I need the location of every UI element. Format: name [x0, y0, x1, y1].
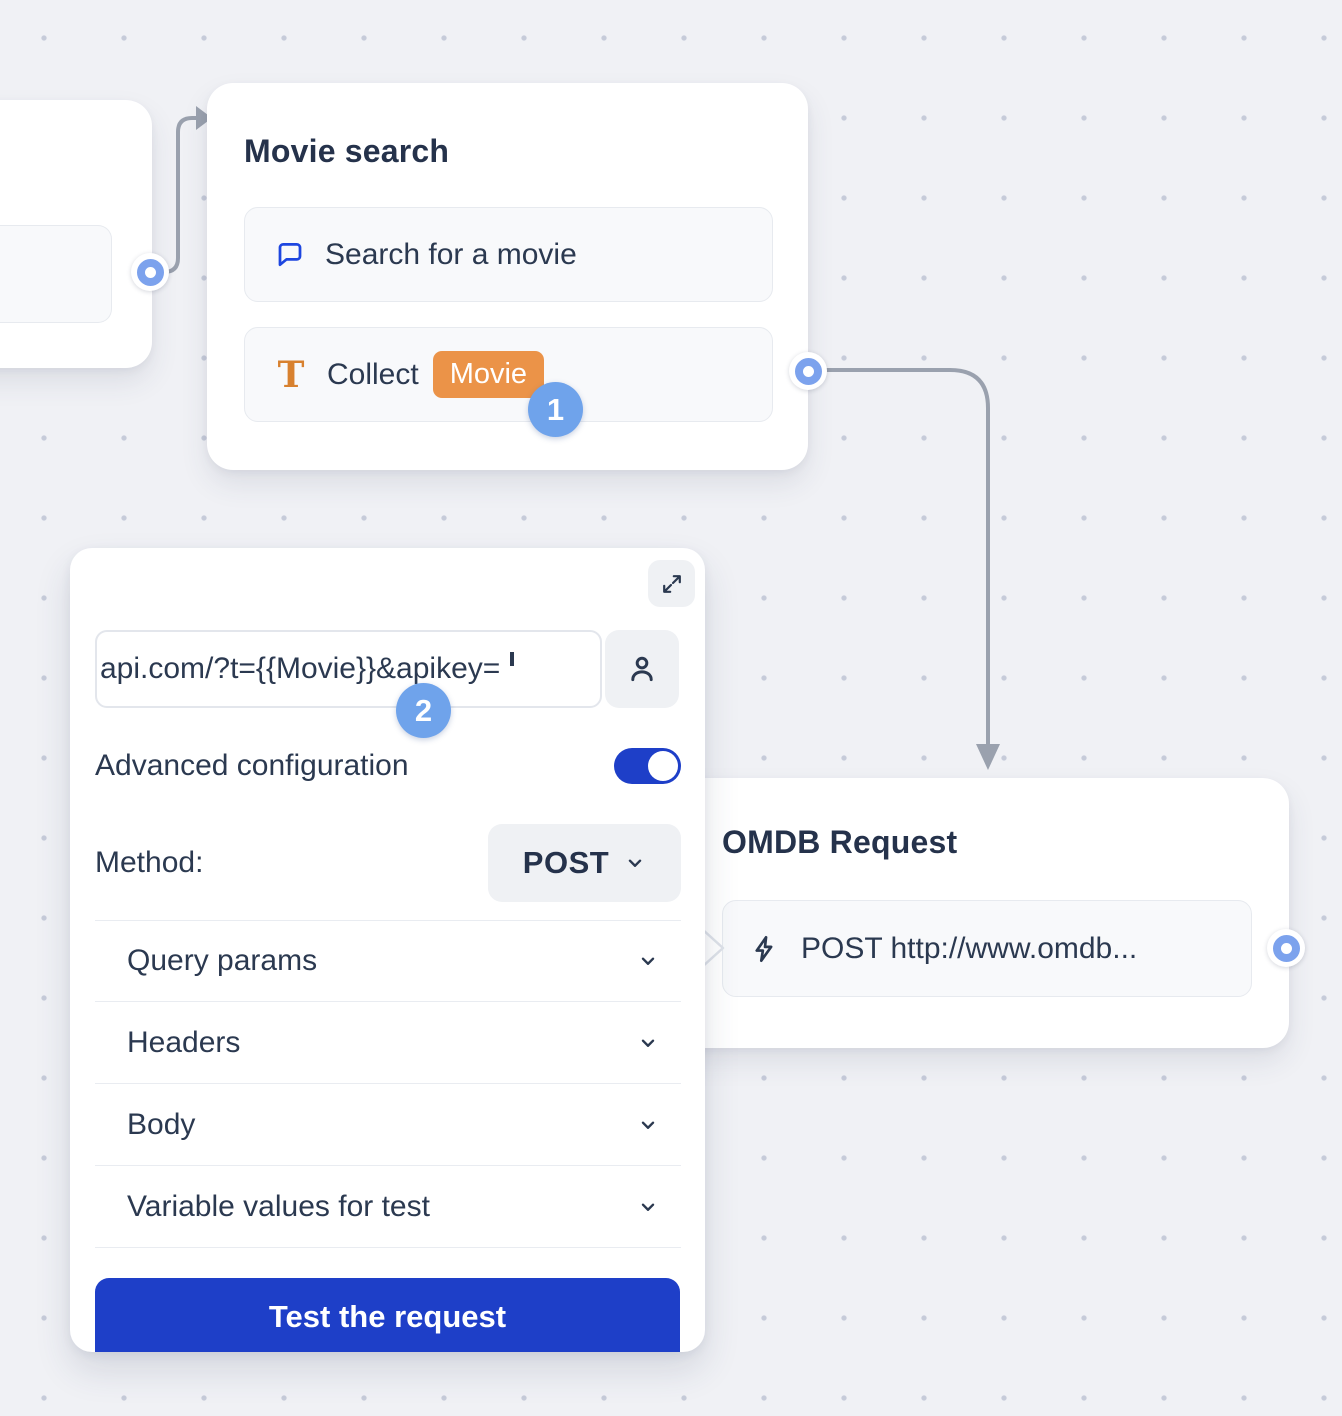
chevron-down-icon: [628, 859, 642, 867]
expand-button[interactable]: [648, 560, 695, 607]
chevron-down-icon: [641, 1121, 655, 1129]
collect-block-label: Collect: [327, 357, 419, 391]
chat-bubble-icon: [278, 242, 302, 266]
text-collect-icon: T: [277, 353, 305, 396]
arrowhead-into-movie-search: [196, 106, 212, 130]
message-block-label: Search for a movie: [325, 237, 577, 271]
section-label: Headers: [127, 1025, 241, 1059]
chevron-down-icon: [641, 957, 655, 965]
webhook-block-label: POST http://www.omdb...: [801, 931, 1138, 965]
method-label: Method:: [95, 846, 204, 879]
movie-search-output-port[interactable]: [789, 352, 827, 390]
collect-input-block[interactable]: T Collect Movie: [244, 327, 773, 422]
section-headers[interactable]: Headers: [95, 1002, 681, 1084]
connector-movie-to-omdb: [825, 368, 990, 748]
section-variable-values[interactable]: Variable values for test: [95, 1166, 681, 1248]
webhook-config-panel: api.com/?t={{Movie}}&apikey= Advanced co…: [70, 548, 705, 1352]
expand-icon: [662, 574, 681, 593]
lightning-icon: [755, 935, 773, 962]
upstream-node-output-port[interactable]: [131, 253, 169, 291]
advanced-configuration-row: Advanced configuration: [95, 748, 681, 784]
omdb-output-port[interactable]: [1267, 929, 1305, 967]
url-input-value: api.com/?t={{Movie}}&apikey=: [100, 652, 501, 685]
arrowhead-into-omdb: [976, 744, 1000, 770]
step-marker-2: 2: [396, 683, 451, 738]
section-label: Variable values for test: [127, 1189, 430, 1223]
webhook-block[interactable]: POST http://www.omdb...: [722, 900, 1252, 997]
section-label: Query params: [127, 944, 318, 977]
test-request-button[interactable]: Test the request: [95, 1278, 680, 1352]
port-ring: [1272, 934, 1300, 962]
connector-into-movie-search: [156, 116, 198, 274]
chevron-down-icon: [641, 1039, 655, 1047]
accordion-sections: Query params Headers Body Variable value…: [95, 920, 681, 1248]
person-icon: [631, 656, 653, 682]
message-block[interactable]: Search for a movie: [244, 207, 773, 302]
method-value: POST: [522, 845, 610, 880]
method-row: Method: POST: [95, 818, 681, 908]
section-body[interactable]: Body: [95, 1084, 681, 1166]
movie-search-node[interactable]: Movie search Search for a movie T Collec…: [207, 83, 808, 470]
omdb-node-title: OMDB Request: [722, 824, 958, 860]
chevron-down-icon: [641, 1203, 655, 1211]
clipped-character: [510, 652, 515, 666]
section-query-params[interactable]: Query params: [95, 920, 681, 1002]
advanced-configuration-label: Advanced configuration: [95, 749, 409, 782]
upstream-node-card[interactable]: [0, 100, 152, 368]
url-input[interactable]: api.com/?t={{Movie}}&apikey=: [95, 630, 602, 708]
port-ring: [136, 258, 164, 286]
variable-badge: Movie: [432, 351, 545, 398]
method-select[interactable]: POST: [488, 824, 681, 902]
omdb-request-node[interactable]: OMDB Request POST http://www.omdb...: [660, 778, 1289, 1048]
toggle-knob: [648, 751, 678, 781]
step-marker-1: 1: [528, 382, 583, 437]
advanced-configuration-toggle[interactable]: [614, 748, 681, 784]
insert-variable-button[interactable]: [605, 630, 679, 708]
port-ring: [794, 357, 822, 385]
movie-search-node-title: Movie search: [244, 133, 450, 169]
section-label: Body: [127, 1107, 196, 1141]
upstream-node-block[interactable]: [0, 225, 112, 323]
